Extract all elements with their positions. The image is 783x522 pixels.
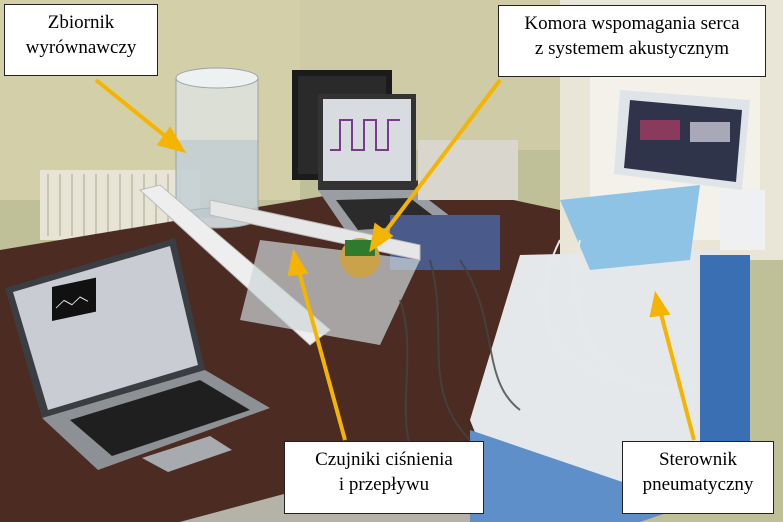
test-bench (138, 184, 421, 346)
compensation-tank (175, 67, 259, 229)
label-chamber-line-2: z systemem akustycznym (534, 38, 730, 59)
label-chamber: Komora wspomagania serca z systemem akus… (498, 5, 766, 77)
power-supply (418, 140, 518, 200)
label-chamber-line-1: Komora wspomagania serca (524, 13, 740, 34)
label-sensors-line-2: i przepływu (338, 474, 430, 495)
label-controller: Sterownik pneumatyczny (622, 441, 774, 514)
left-laptop (5, 238, 270, 472)
label-tank-line-1: Zbiornik (47, 12, 115, 33)
label-tank: Zbiornik wyrównawczy (4, 4, 158, 76)
label-sensors-line-1: Czujniki ciśnienia (315, 449, 453, 470)
label-controller-line-1: Sterownik (658, 449, 738, 470)
label-sensors: Czujniki ciśnienia i przepływu (284, 441, 484, 514)
callout-arrows (94, 78, 696, 441)
label-tank-line-2: wyrównawczy (25, 37, 137, 58)
label-controller-line-2: pneumatyczny (642, 474, 754, 495)
